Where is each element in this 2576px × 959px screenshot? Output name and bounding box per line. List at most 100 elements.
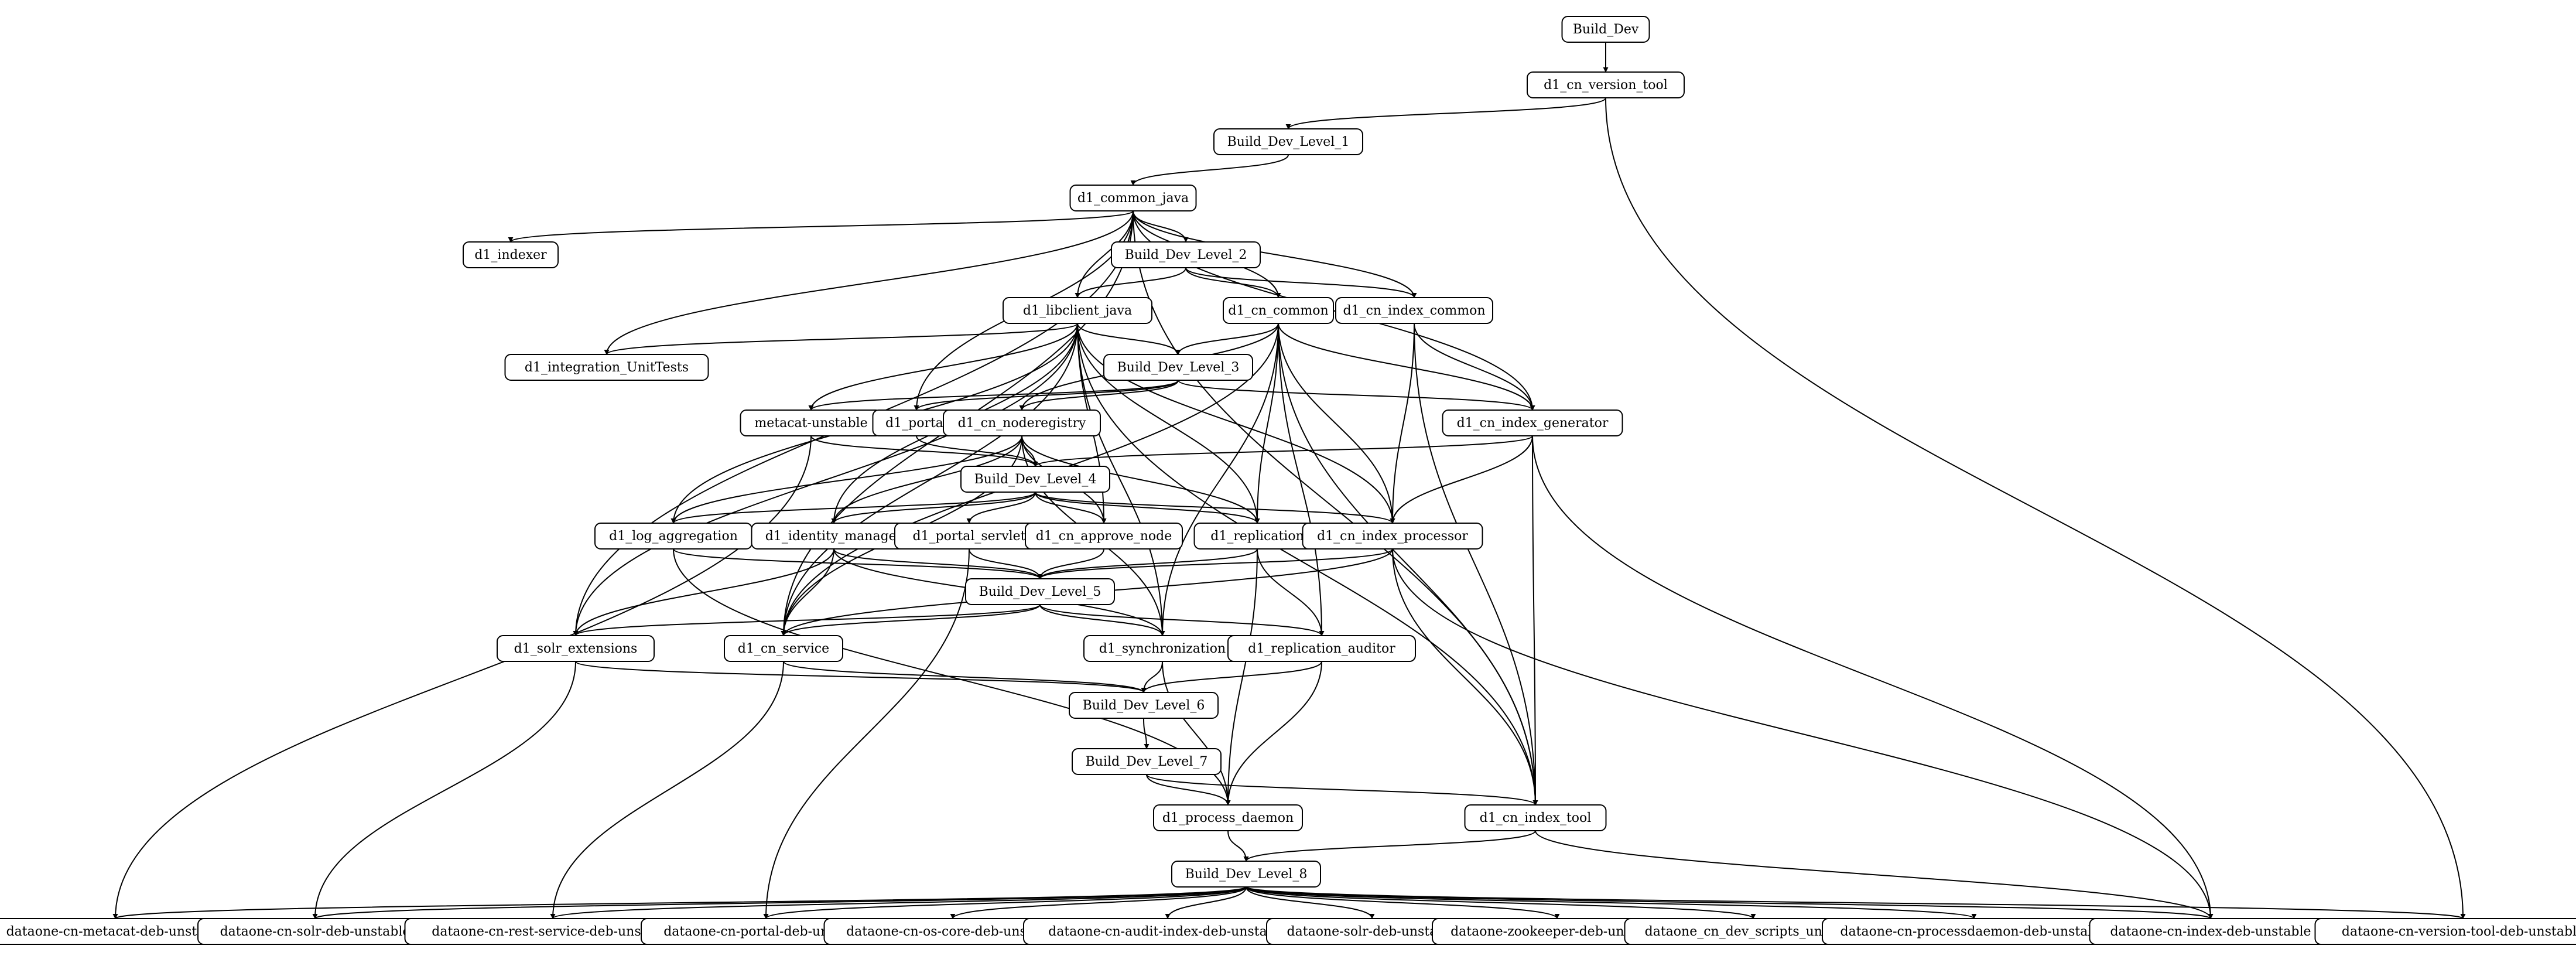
edge-d1-portal-servlet-to-deb-portal	[763, 548, 970, 919]
node-box	[1111, 241, 1261, 268]
edge	[833, 548, 1043, 579]
node-d1-replication-auditor: d1_replication_auditor	[1227, 635, 1416, 662]
edge	[1133, 210, 1417, 298]
edge-d1-cn-index-generator-to-d1-cn-index-tool	[1532, 435, 1538, 806]
edge	[112, 435, 812, 919]
edge-build-dev-level-4-to-d1-portal-servlet	[966, 492, 1036, 524]
edge-build-dev-level-3-to-d1-cn-index-generator	[1178, 380, 1535, 411]
edge-d1-cn-version-tool-to-deb-version-tool	[1605, 97, 2466, 919]
edge-d1-cn-index-tool-to-deb-index	[1535, 830, 2214, 919]
node-label: d1_cn_index_tool	[1480, 811, 1592, 825]
edge	[550, 886, 1247, 919]
edge	[950, 886, 1247, 919]
node-box	[1527, 71, 1685, 98]
edge	[810, 435, 1038, 467]
edge-d1-cn-index-tool-to-build-dev-level-8	[1243, 830, 1536, 862]
edge-build-dev-level-5-to-d1-replication-auditor	[1039, 604, 1325, 636]
edge	[1075, 210, 1134, 298]
edge	[1185, 267, 1281, 298]
edge	[1146, 774, 1231, 806]
edge-d1-cn-index-processor-to-deb-index	[1392, 548, 2214, 919]
edge	[550, 661, 784, 919]
node-label: d1_indexer	[474, 248, 547, 262]
node-label: dataone-cn-version-tool-deb-unstable	[2342, 924, 2576, 939]
node-deb-solr-cn: dataone-cn-solr-deb-unstable	[197, 918, 433, 945]
edge	[1246, 886, 1375, 919]
edge-build-dev-level-3-to-d1-portal	[914, 380, 1179, 411]
node-label: dataone-cn-index-deb-unstable	[2110, 924, 2311, 939]
node-label: Build_Dev_Level_1	[1227, 135, 1350, 149]
edge	[1278, 323, 1325, 636]
node-box	[1153, 804, 1303, 831]
edge	[763, 548, 970, 919]
edge	[1077, 323, 1395, 524]
edge	[604, 323, 1078, 355]
edge-d1-cn-common-to-d1-cn-index-processor	[1278, 323, 1395, 524]
edge-build-dev-level-5-to-d1-cn-service	[781, 604, 1041, 636]
edge	[1246, 886, 1977, 919]
node-label: d1_cn_index_common	[1343, 303, 1486, 318]
edge	[1035, 492, 1260, 524]
edge-d1-common-java-to-d1-libclient-java	[1075, 210, 1134, 298]
node-label: dataone-cn-audit-index-deb-unstable	[1048, 924, 1287, 939]
edge-build-dev-level-6-to-build-dev-level-7	[1143, 718, 1150, 749]
edge-d1-identity-manager-to-d1-cn-service	[781, 548, 834, 636]
node-d1-common-java: d1_common_java	[1069, 185, 1197, 211]
edge	[1243, 830, 1536, 862]
edge	[1077, 323, 1260, 524]
node-label: Build_Dev_Level_2	[1125, 248, 1247, 262]
edge-metacat-unstable-to-deb-metacat	[112, 435, 812, 919]
edge-d1-libclient-java-to-d1-cn-index-tool	[1077, 323, 1538, 806]
edge-build-dev-level-8-to-deb-portal	[763, 886, 1247, 919]
edge-build-dev-level-7-to-d1-cn-index-tool	[1146, 774, 1538, 806]
edge-d1-libclient-java-to-d1-cn-index-processor	[1077, 323, 1395, 524]
node-d1-integration-unittests: d1_integration_UnitTests	[504, 354, 709, 381]
edge	[914, 380, 1179, 411]
edge	[808, 380, 1179, 411]
edge	[781, 323, 1078, 636]
node-box	[1003, 297, 1152, 324]
edge	[1414, 323, 1538, 806]
node-box	[1025, 523, 1183, 550]
edge	[808, 323, 1078, 411]
edge	[575, 661, 1147, 693]
node-label: Build_Dev_Level_3	[1117, 360, 1240, 375]
edge	[573, 548, 834, 636]
edge	[1390, 323, 1415, 524]
edge-d1-cn-common-to-build-dev-level-3	[1175, 323, 1279, 355]
node-build-dev-level-6: Build_Dev_Level_6	[1069, 692, 1219, 719]
edge	[781, 604, 1041, 636]
edge-d1-solr-extensions-to-deb-solr-cn	[312, 661, 576, 919]
edge-d1-libclient-java-to-build-dev-level-3	[1077, 323, 1181, 355]
edge-d1-cn-common-to-d1-synchronization	[1159, 323, 1279, 636]
edge	[1035, 492, 1395, 524]
edge	[673, 548, 1043, 579]
edge	[1075, 267, 1186, 298]
node-box	[943, 409, 1101, 436]
edge-d1-libclient-java-to-metacat-unstable	[808, 323, 1078, 411]
edge-build-dev-level-2-to-d1-libclient-java	[1075, 267, 1186, 298]
node-label: dataone-cn-rest-service-deb-unstable	[432, 924, 673, 939]
node-label: Build_Dev	[1573, 22, 1639, 37]
edge-d1-identity-manager-to-d1-solr-extensions	[573, 548, 834, 636]
node-label: d1_log_aggregation	[609, 529, 738, 544]
edges-layer	[112, 42, 2466, 919]
node-label: d1_process_daemon	[1162, 811, 1294, 825]
edge-build-dev-level-2-to-d1-cn-index-common	[1185, 267, 1417, 298]
edge	[831, 435, 1022, 524]
node-deb-version-tool: dataone-cn-version-tool-deb-unstable	[2314, 918, 2576, 945]
edge-d1-libclient-java-to-d1-integration-unittests	[604, 323, 1078, 355]
edge-build-dev-level-4-to-d1-identity-manager	[831, 492, 1036, 524]
edge-d1-cn-approve-node-to-build-dev-level-5	[1037, 548, 1104, 579]
edge	[1390, 435, 1533, 524]
edge	[670, 492, 1036, 524]
node-label: d1_identity_manager	[765, 529, 903, 544]
edge	[1077, 323, 1538, 806]
edge-d1-cn-index-common-to-d1-cn-index-tool	[1414, 323, 1538, 806]
node-label: d1_libclient_java	[1023, 303, 1132, 318]
edge	[1605, 97, 2466, 919]
edge-build-dev-level-7-to-d1-process-daemon	[1146, 774, 1231, 806]
edge-metacat-unstable-to-build-dev-level-4	[810, 435, 1038, 467]
node-build-dev: Build_Dev	[1561, 16, 1650, 43]
node-label: d1_cn_service	[738, 641, 829, 656]
